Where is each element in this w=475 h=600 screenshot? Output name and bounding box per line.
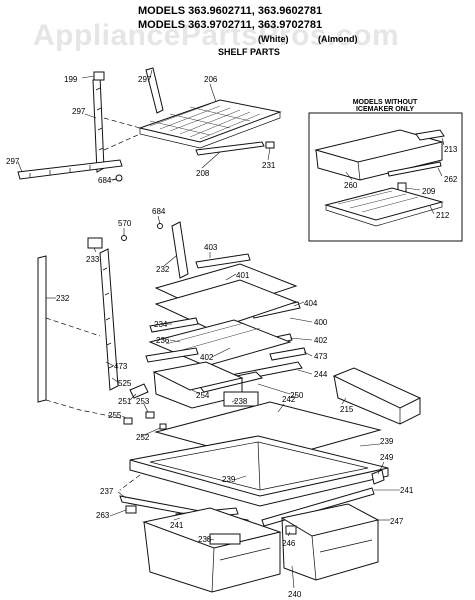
callout-240: 240 bbox=[288, 590, 302, 599]
shelf-parts-title: SHELF PARTS bbox=[218, 47, 280, 57]
fresh-food-rails bbox=[37, 221, 189, 491]
callout-234: 234 bbox=[154, 320, 168, 329]
rail-525 bbox=[99, 248, 119, 391]
models-almond: (Almond) bbox=[318, 34, 358, 44]
screw-684-b bbox=[157, 223, 163, 229]
callout-241: 241 bbox=[170, 521, 184, 530]
bar-213 bbox=[415, 129, 445, 141]
slide-249 bbox=[371, 469, 385, 485]
rail-232-right bbox=[171, 221, 189, 279]
callout-231: 231 bbox=[262, 161, 276, 170]
callout-297: 297 bbox=[72, 107, 86, 116]
rail-297 bbox=[92, 75, 105, 173]
strip-262 bbox=[387, 161, 442, 177]
trim-402-lower bbox=[145, 347, 199, 363]
callout-209: 209 bbox=[422, 187, 436, 196]
callout-250: 250 bbox=[290, 391, 304, 400]
part-253 bbox=[145, 411, 155, 419]
trim-473 bbox=[269, 347, 307, 361]
callout-684: 684 bbox=[98, 176, 112, 185]
callout-402: 402 bbox=[200, 353, 214, 362]
callout-244: 244 bbox=[314, 370, 328, 379]
trim-234 bbox=[149, 317, 199, 333]
callout-263: 263 bbox=[96, 511, 110, 520]
callout-232: 232 bbox=[56, 294, 70, 303]
bracket-199 bbox=[93, 71, 105, 81]
rail-232-left bbox=[37, 255, 47, 403]
glass-shelves bbox=[123, 253, 422, 463]
callout-238: 238 bbox=[234, 397, 248, 406]
callout-297: 297 bbox=[6, 157, 20, 166]
callout-473: 473 bbox=[314, 352, 328, 361]
callout-262: 262 bbox=[444, 175, 458, 184]
callout-206: 206 bbox=[204, 75, 218, 84]
inset-box bbox=[308, 112, 463, 242]
callout-400: 400 bbox=[314, 318, 328, 327]
cover-238-upper bbox=[223, 391, 259, 407]
callout-404: 404 bbox=[304, 299, 318, 308]
callout-239: 239 bbox=[222, 475, 236, 484]
screw-684 bbox=[115, 174, 123, 182]
callout-199: 199 bbox=[64, 75, 78, 84]
callout-297: 297 bbox=[138, 75, 152, 84]
screw-570 bbox=[121, 235, 127, 241]
callout-239: 239 bbox=[380, 437, 394, 446]
leader-lines bbox=[17, 69, 445, 589]
cover-238-lower bbox=[209, 533, 241, 545]
callout-260: 260 bbox=[344, 181, 358, 190]
part-263 bbox=[125, 505, 137, 514]
callouts: 199 297 206 297 297 684 208 231 213 262 … bbox=[6, 75, 458, 599]
callout-525: 525 bbox=[118, 379, 132, 388]
callout-212: 212 bbox=[436, 211, 450, 220]
bracket-233 bbox=[87, 237, 103, 249]
inset-title-line2: ICEMAKER ONLY bbox=[356, 106, 414, 113]
callout-402: 402 bbox=[314, 336, 328, 345]
callout-251: 251 bbox=[118, 397, 132, 406]
callout-233: 233 bbox=[86, 255, 100, 264]
trim-403 bbox=[195, 253, 251, 269]
callout-403: 403 bbox=[204, 243, 218, 252]
part-246 bbox=[285, 525, 297, 535]
callout-255: 255 bbox=[108, 411, 122, 420]
watermark: AppliancePartsPros.com bbox=[33, 19, 399, 52]
callout-249: 249 bbox=[380, 453, 394, 462]
callout-237: 237 bbox=[100, 487, 114, 496]
callout-215: 215 bbox=[340, 405, 354, 414]
callout-232: 232 bbox=[156, 265, 170, 274]
callout-473: 473 bbox=[114, 362, 128, 371]
part-255 bbox=[123, 417, 133, 425]
callout-246: 246 bbox=[282, 539, 296, 548]
channel-208 bbox=[195, 141, 265, 156]
crisper-assembly bbox=[119, 435, 389, 593]
models-line-1: MODELS 363.9602711, 363.9602781 bbox=[138, 5, 322, 17]
callout-236: 236 bbox=[156, 336, 170, 345]
callout-684: 684 bbox=[152, 207, 166, 216]
freezer-shelf-assembly bbox=[17, 67, 282, 182]
models-white: (White) bbox=[258, 34, 289, 44]
callout-213: 213 bbox=[444, 145, 458, 154]
inset-title-line1: MODELS WITHOUT bbox=[353, 99, 418, 106]
models-line-2: MODELS 363.9702711, 363.9702781 bbox=[138, 19, 322, 31]
callout-253: 253 bbox=[136, 397, 150, 406]
callout-242: 242 bbox=[282, 395, 296, 404]
inset-without-icemaker: MODELS WITHOUT ICEMAKER ONLY bbox=[308, 99, 463, 242]
part-252 bbox=[159, 423, 167, 430]
callout-254: 254 bbox=[196, 391, 210, 400]
callout-401: 401 bbox=[236, 271, 250, 280]
clip-231 bbox=[265, 141, 275, 149]
callout-252: 252 bbox=[136, 433, 150, 442]
callout-208: 208 bbox=[196, 169, 210, 178]
callout-570: 570 bbox=[118, 219, 132, 228]
callout-241: 241 bbox=[400, 486, 414, 495]
callout-247: 247 bbox=[390, 517, 404, 526]
bracket-251 bbox=[129, 383, 149, 399]
rail-297-back bbox=[145, 67, 164, 114]
callout-238: 238 bbox=[198, 535, 212, 544]
